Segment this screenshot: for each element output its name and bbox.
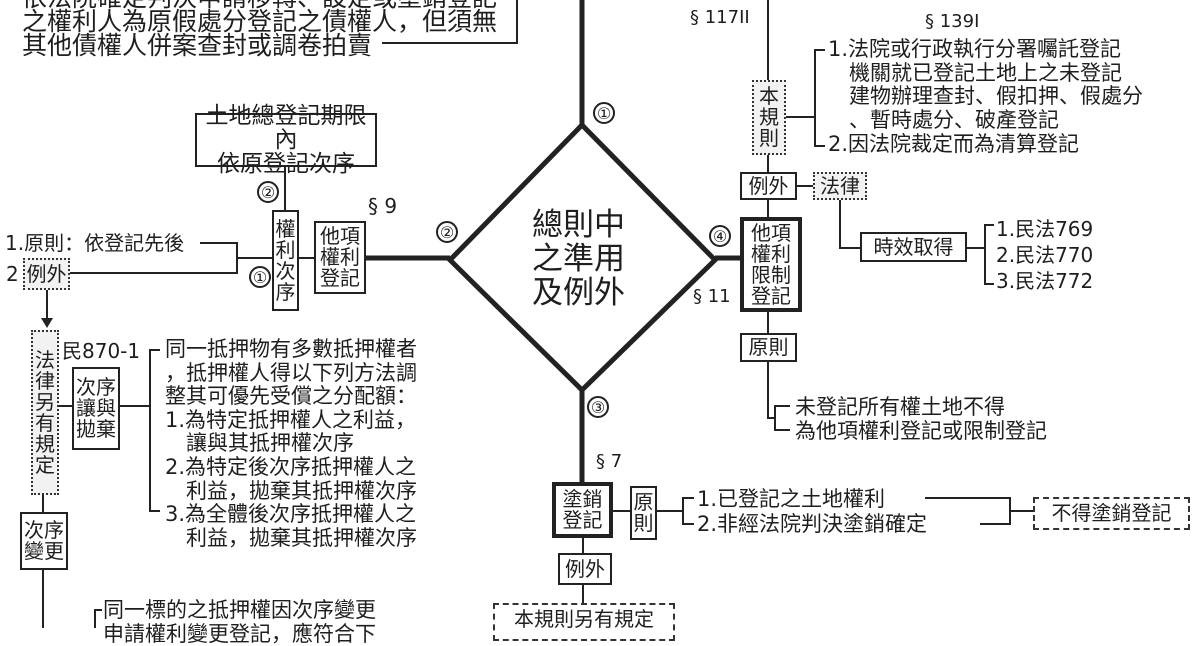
other-rights-registration-box: 他項權利登記 bbox=[314, 221, 366, 294]
center-title-line: 及例外 bbox=[532, 275, 625, 311]
priority-change-text: 同一標的之抵押權因次序變更 申請權利變更登記，應符合下 bbox=[103, 598, 376, 646]
text-line: 同一抵押物有多數抵押權者 bbox=[165, 337, 417, 361]
section-9: § 9 bbox=[368, 194, 398, 218]
rights-restriction-registration-box: 他項權利限制登記 bbox=[740, 217, 802, 312]
section-11: § 11 bbox=[693, 286, 731, 307]
law-box: 法律 bbox=[813, 172, 867, 200]
principle-box: 原則 bbox=[740, 333, 797, 362]
note-line: 依法院確定判決申請移轉、設定或塗銷登記 bbox=[22, 0, 497, 10]
text-line: 1.民法769 bbox=[996, 217, 1094, 241]
note-line: 其他債權人併案查封或調卷拍賣 bbox=[22, 31, 373, 60]
principle-box: 原則 bbox=[630, 486, 657, 540]
text-line: 3.為全體後次序抵押權人之 bbox=[165, 502, 417, 527]
text-line: 、暫時處分、破產登記 bbox=[828, 108, 1059, 133]
text-line: 1.已登記之土地權利 bbox=[697, 487, 886, 511]
text-line: 2.民法770 bbox=[996, 243, 1094, 267]
prescription-box: 時效取得 bbox=[860, 232, 967, 262]
principle-text: 未登記所有權土地不得 為他項權利登記或限制登記 bbox=[795, 395, 1047, 443]
priority-transfer-waiver-box: 次序讓與拋棄 bbox=[72, 367, 120, 450]
marker-2: ② bbox=[257, 181, 279, 203]
center-title-line: 總則中 bbox=[532, 207, 625, 243]
box-line: 土地總登記期限內 bbox=[205, 102, 367, 153]
section-7: § 7 bbox=[596, 451, 623, 472]
center-title-line: 之準用 bbox=[532, 241, 625, 277]
exception-box: 例外 bbox=[740, 172, 797, 200]
text-line: 3.民法772 bbox=[996, 269, 1094, 293]
note-line: 之權利人為原假處分登記之債權人，但須無 bbox=[22, 7, 498, 36]
cancellation-items: 1.已登記之土地權利 2.非經法院判決塗銷確定 bbox=[697, 487, 927, 537]
marker-3: ③ bbox=[587, 396, 609, 418]
text-line: 讓與其抵押權次序 bbox=[165, 431, 354, 456]
court-judgment-note: 依法院確定判決申請移轉、設定或塗銷登記 之權利人為原假處分登記之債權人，但須無 … bbox=[22, 0, 497, 58]
marker-1: ① bbox=[249, 266, 271, 288]
priority-change-box: 次序變更 bbox=[20, 512, 68, 570]
rule-otherwise-box: 本規則另有規定 bbox=[493, 603, 675, 641]
priority-transfer-text: 同一抵押物有多數抵押權者 ，抵押權人得以下列方法調 整其可優先受償之分配額： 1… bbox=[165, 337, 417, 550]
text-line: 建物辦理查封、假扣押、假處分 bbox=[828, 84, 1143, 109]
text-line: 同一標的之抵押權因次序變更 bbox=[103, 598, 376, 622]
text-line: ，抵押權人得以下列方法調 bbox=[165, 360, 417, 385]
principle-registration-order: 1.原則：依登記先後 bbox=[5, 231, 185, 255]
text-line: 1.為特定抵押權人之利益， bbox=[165, 407, 417, 432]
marker-4: ④ bbox=[709, 225, 731, 247]
connector-lines bbox=[41, 0, 1033, 628]
right-order-box: 權利次序 bbox=[272, 210, 299, 311]
text-line: 2.因法院裁定而為清算登記 bbox=[828, 131, 1080, 156]
text-line: 整其可優先受償之分配額： bbox=[165, 384, 417, 409]
marker-1: ① bbox=[593, 102, 615, 124]
civil-code-items: 1.民法769 2.民法770 3.民法772 bbox=[996, 216, 1093, 294]
section-139-i: § 139I bbox=[925, 11, 980, 32]
this-rule-box: 本規則 bbox=[752, 80, 786, 155]
text-line: 機關就已登記土地上之未登記 bbox=[828, 60, 1122, 85]
text-line: 利益，拋棄其抵押權次序 bbox=[165, 525, 417, 550]
text-line: 1.法院或行政執行分署囑託登記 bbox=[828, 37, 1122, 61]
text-line: 未登記所有權土地不得 bbox=[795, 395, 1005, 419]
rule-items: 1.法院或行政執行分署囑託登記 機關就已登記土地上之未登記 建物辦理查封、假扣押… bbox=[828, 37, 1143, 157]
exception-box: 例外 bbox=[558, 553, 612, 585]
section-117-ii: § 117II bbox=[690, 7, 750, 28]
land-registration-period-box: 土地總登記期限內 依原登記次序 bbox=[195, 104, 377, 176]
text-line: 2.非經法院判決塗銷確定 bbox=[697, 512, 928, 536]
exception-number: 2 bbox=[6, 262, 19, 286]
law-otherwise-provided-box: 法律另有規定 bbox=[31, 330, 59, 495]
text-line: 2.為特定後次序抵押權人之 bbox=[165, 454, 417, 479]
marker-2: ② bbox=[436, 221, 458, 243]
center-title: 總則中 之準用 及例外 bbox=[532, 208, 625, 310]
text-line: 為他項權利登記或限制登記 bbox=[795, 419, 1047, 443]
box-line: 依原登記次序 bbox=[217, 151, 355, 178]
text-line: 利益，拋棄其抵押權次序 bbox=[165, 478, 417, 503]
text-line: 申請權利變更登記，應符合下 bbox=[103, 622, 376, 646]
cancellation-registration-box: 塗銷登記 bbox=[552, 482, 613, 538]
exception-box: 例外 bbox=[23, 258, 70, 290]
no-cancellation-box: 不得塗銷登記 bbox=[1033, 497, 1190, 530]
civil-code-870-1: 民870-1 bbox=[62, 339, 141, 363]
